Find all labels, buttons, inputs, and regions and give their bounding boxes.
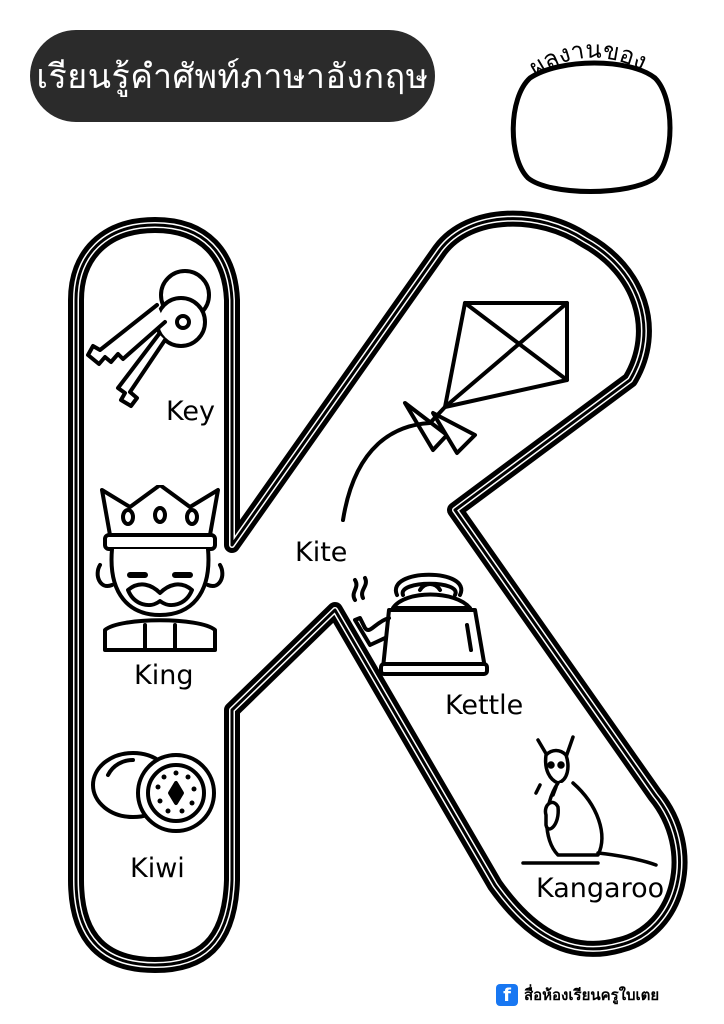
word-key-label: Key	[166, 396, 215, 427]
word-kangaroo-label: Kangaroo	[536, 873, 665, 904]
facebook-icon: f	[496, 984, 518, 1006]
word-kite-label: Kite	[295, 537, 348, 568]
king-icon	[95, 485, 225, 652]
footer-credit: f สื่อห้องเรียนครูใบเตย	[496, 982, 659, 1008]
word-king-label: King	[134, 660, 194, 691]
kettle-icon	[351, 572, 489, 676]
page-title: เรียนรู้คำศัพท์ภาษาอังกฤษ	[36, 57, 429, 97]
key-icon	[86, 269, 211, 408]
word-kettle-label: Kettle	[445, 690, 524, 721]
name-box: ผลงานของ	[510, 36, 673, 194]
kiwi-icon	[91, 751, 216, 833]
kite-icon	[341, 301, 569, 522]
footer-text: สื่อห้องเรียนครูใบเตย	[524, 986, 660, 1004]
title-banner	[30, 30, 435, 122]
word-kiwi-label: Kiwi	[130, 853, 185, 884]
kangaroo-icon	[521, 735, 658, 867]
